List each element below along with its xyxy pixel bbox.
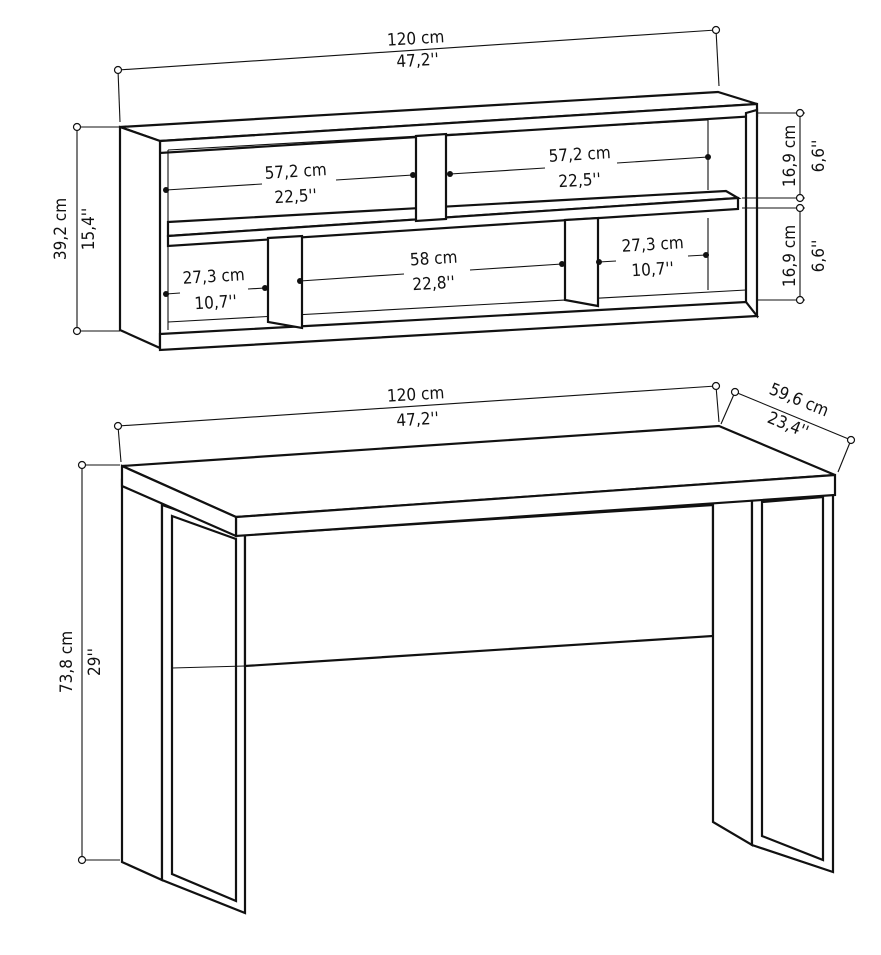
- shelf-bottom-middle-cm: 58 cm: [409, 248, 458, 271]
- shelf-top-left-in: 22,5'': [274, 186, 318, 209]
- shelf-bottom-left-in: 10,7'': [194, 292, 238, 315]
- shelf-left-panel: [118, 125, 162, 350]
- shelf-middle-board-front: [166, 196, 740, 248]
- desk-width-ext-right: [715, 385, 720, 423]
- shelf-upper-gap-in: 6,6'': [809, 140, 829, 173]
- desk-width-in: 47,2'': [396, 409, 440, 432]
- shelf-bottom-divider-right: [563, 216, 600, 308]
- desk-height-in: 29'': [85, 648, 105, 676]
- desk-drawing: [120, 424, 837, 915]
- desk-depth-ext-front: [837, 439, 852, 473]
- desk-width-cm: 120 cm: [386, 383, 444, 406]
- shelf-top-divider: [414, 132, 448, 223]
- shelf-dimension-lines: [72, 25, 805, 336]
- shelf-right-panel: [744, 108, 759, 319]
- desk-right-panel: [711, 497, 754, 847]
- shelf-top-left-cm: 57,2 cm: [264, 160, 327, 184]
- desk-height-cm: 73,8 cm: [57, 631, 77, 693]
- shelf-bottom-divider-left: [266, 234, 304, 330]
- desk-left-panel: [120, 478, 164, 882]
- shelf-width-ext-left: [117, 69, 121, 123]
- shelf-top-right-cm: 57,2 cm: [548, 143, 611, 167]
- desk-width-ext-left: [117, 425, 122, 463]
- shelf-top-right-in: 22,5'': [558, 170, 602, 193]
- shelf-width-ext-right: [715, 29, 720, 87]
- desk-right-frame-inner: [760, 495, 825, 862]
- shelf-bottom-left-cm: 27,3 cm: [182, 265, 245, 289]
- shelf-width-cm: 120 cm: [386, 27, 444, 50]
- desk-left-frame-inner: [170, 514, 238, 903]
- shelf-upper-gap-cm: 16,9 cm: [780, 125, 800, 187]
- shelf-interior-floor: [167, 289, 747, 323]
- desk-depth-ext-back: [720, 391, 736, 425]
- desk-dimension-lines: [77, 381, 856, 865]
- shelf-lower-gap-cm: 16,9 cm: [780, 225, 800, 287]
- desk-width-line: [117, 385, 717, 427]
- shelf-bottom-board: [158, 300, 760, 352]
- shelf-width-line: [117, 29, 717, 71]
- shelf-bottom-middle-in: 22,8'': [412, 273, 456, 296]
- shelf-bottom-right-in: 10,7'': [631, 259, 675, 282]
- shelf-lower-gap-in: 6,6'': [809, 240, 829, 273]
- desk-modesty-panel-edge: [171, 665, 246, 669]
- wall-shelf-drawing: [118, 90, 760, 352]
- shelf-height-cm: 39,2 cm: [51, 198, 71, 260]
- shelf-width-in: 47,2'': [396, 50, 440, 73]
- shelf-bottom-right-cm: 27,3 cm: [621, 233, 684, 257]
- shelf-height-in: 15,4'': [79, 208, 99, 250]
- shelf-dimension-labels: 120 cm 47,2'' 39,2 cm 15,4'' 57,2 cm 22,…: [51, 27, 829, 314]
- desk-depth-line: [734, 391, 852, 441]
- desk-top-left-edge: [120, 464, 238, 538]
